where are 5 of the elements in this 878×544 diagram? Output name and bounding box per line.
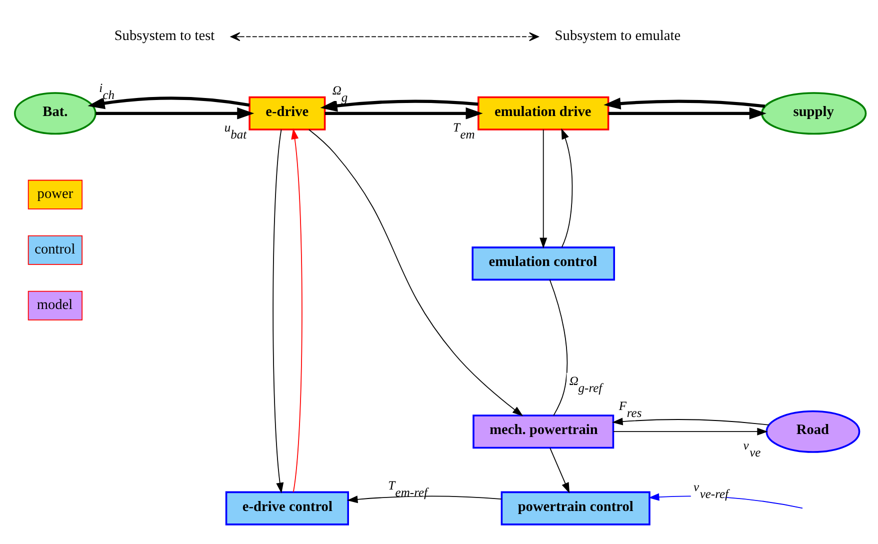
- label: Subsystem to emulate: [554, 28, 681, 44]
- legend-label: power: [37, 185, 74, 202]
- legend-label: control: [34, 241, 76, 258]
- legend-label: model: [36, 296, 73, 313]
- label: Subsystem to test: [114, 28, 215, 44]
